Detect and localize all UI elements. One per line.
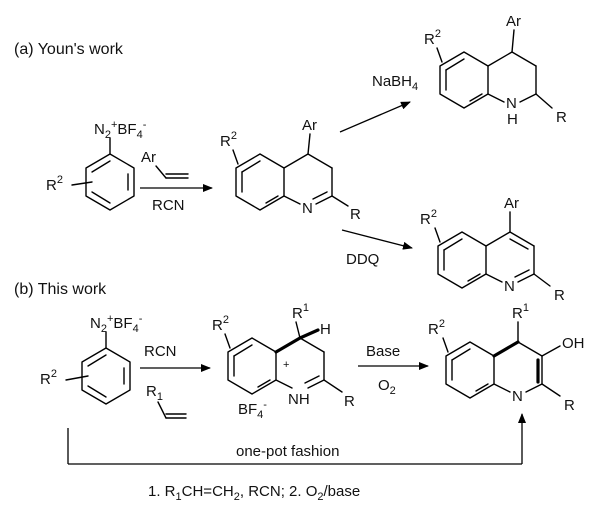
svg-text:R: R bbox=[350, 206, 361, 223]
aryldiazonium-a: N2+BF4- R2 bbox=[46, 119, 147, 211]
svg-text:R1: R1 bbox=[292, 302, 309, 322]
styrene-reagent-a: Ar bbox=[141, 149, 189, 179]
rcn-label-b: RCN bbox=[144, 343, 177, 360]
svg-text:N2+BF4-: N2+BF4- bbox=[90, 313, 143, 335]
svg-text:N: N bbox=[512, 388, 523, 405]
svg-text:N: N bbox=[504, 278, 515, 295]
tetrahydroquinoline-product: N H R Ar R2 bbox=[424, 13, 567, 128]
svg-text:R1: R1 bbox=[512, 302, 529, 322]
svg-text:R: R bbox=[556, 109, 567, 126]
svg-text:OH: OH bbox=[562, 335, 585, 352]
svg-text:Ar: Ar bbox=[504, 195, 519, 212]
svg-text:H: H bbox=[507, 111, 518, 128]
svg-text:Ar: Ar bbox=[302, 117, 317, 134]
svg-text:R2: R2 bbox=[220, 130, 237, 150]
one-pot-label: one-pot fashion bbox=[236, 443, 339, 460]
svg-text:N: N bbox=[302, 200, 313, 217]
conditions-footnote: 1. R1CH=CH2, RCN; 2. O2/base bbox=[148, 483, 360, 503]
svg-text:R: R bbox=[564, 397, 575, 414]
one-pot-arrow bbox=[67, 413, 526, 465]
svg-text:R2: R2 bbox=[420, 208, 437, 228]
svg-text:R1: R1 bbox=[146, 383, 163, 403]
nabh4-label: NaBH4 bbox=[372, 73, 418, 93]
svg-text:R2: R2 bbox=[40, 368, 57, 388]
hydroxyquinoline-product: R1 OH N R R2 bbox=[428, 302, 585, 414]
svg-text:N: N bbox=[506, 95, 517, 112]
aryldiazonium-b: N2+BF4- R2 bbox=[40, 313, 143, 405]
dihydroquinoline-intermediate: N R Ar R2 bbox=[220, 117, 361, 223]
alkene-reagent-b: R1 bbox=[146, 383, 187, 419]
o2-label: O2 bbox=[378, 377, 396, 397]
svg-text:R: R bbox=[344, 393, 355, 410]
rcn-label-a: RCN bbox=[152, 197, 185, 214]
svg-text:R: R bbox=[554, 287, 565, 304]
arrow-to-quinoline bbox=[341, 229, 413, 250]
ddq-label: DDQ bbox=[346, 251, 379, 268]
quinoline-product-a: N R Ar R2 bbox=[420, 195, 565, 304]
svg-text:R2: R2 bbox=[46, 174, 63, 194]
svg-text:H: H bbox=[320, 321, 331, 338]
svg-text:R2: R2 bbox=[428, 318, 445, 338]
svg-text:BF4-: BF4- bbox=[238, 399, 267, 421]
svg-text:R2: R2 bbox=[212, 314, 229, 334]
dihydroquinolinium-intermediate: R1 H + NH R BF4- R2 bbox=[212, 302, 355, 421]
svg-text:Ar: Ar bbox=[141, 149, 156, 166]
section-a-title: (a) Youn's work bbox=[14, 41, 124, 58]
svg-text:Ar: Ar bbox=[506, 13, 521, 30]
svg-text:NH: NH bbox=[288, 391, 310, 408]
section-b-title: (b) This work bbox=[14, 281, 107, 298]
base-label: Base bbox=[366, 343, 400, 360]
svg-text:N2+BF4-: N2+BF4- bbox=[94, 119, 147, 141]
svg-text:R2: R2 bbox=[424, 28, 441, 48]
arrow-to-tetrahydroquinoline bbox=[339, 101, 411, 133]
svg-text:+: + bbox=[283, 359, 289, 371]
